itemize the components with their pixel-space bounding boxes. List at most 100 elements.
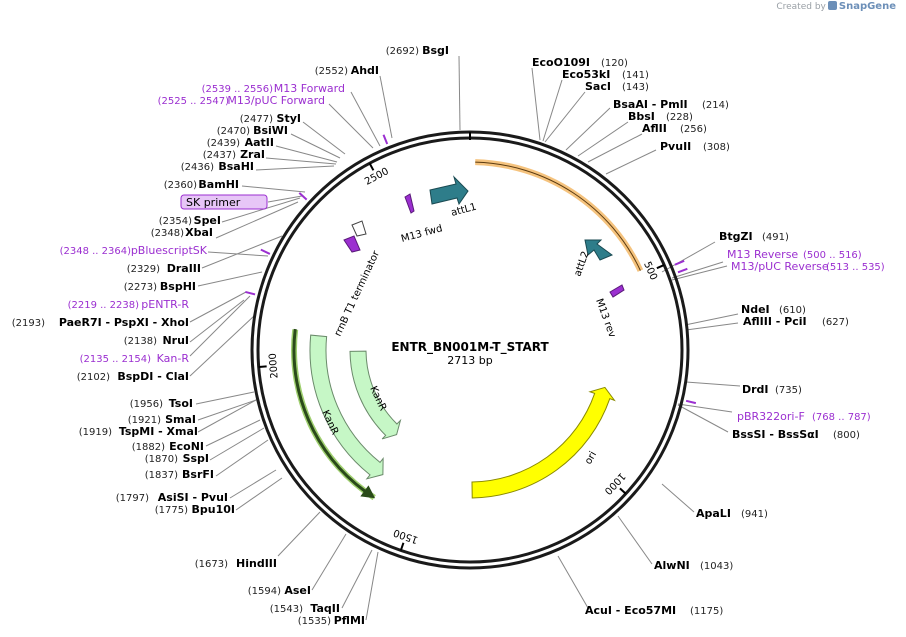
feature-kanr-inner[interactable] — [349, 350, 402, 440]
site-position: (1775) — [155, 505, 188, 516]
primer-label[interactable]: Kan-R — [157, 352, 190, 365]
feature-rrnb-terminator[interactable] — [351, 220, 367, 237]
site-position: (2477) — [240, 114, 273, 125]
site-label[interactable]: AflII — [642, 122, 667, 135]
primer-site-m13-reverse[interactable] — [674, 259, 685, 266]
site-label[interactable]: BspHI — [160, 280, 196, 293]
site-label[interactable]: AseI — [284, 584, 311, 597]
site-label[interactable]: AatII — [245, 136, 274, 149]
primer-label[interactable]: M13/pUC Forward — [227, 94, 325, 107]
feature-m13-rev[interactable] — [609, 284, 625, 298]
site-label[interactable]: NruI — [162, 334, 189, 347]
leader-line — [311, 533, 347, 591]
feature-kanr-outer[interactable] — [309, 334, 384, 480]
site-position: (120) — [601, 58, 628, 69]
site-position: (627) — [822, 317, 849, 328]
site-label[interactable]: DrdI — [742, 383, 769, 396]
site-label[interactable]: HindIII — [236, 557, 277, 570]
leader-line — [265, 157, 337, 165]
feature-ori[interactable] — [471, 386, 616, 499]
primer-label[interactable]: pBluescriptSK — [131, 244, 208, 257]
leader-line — [267, 195, 303, 203]
primer-site-m13-forward[interactable] — [382, 134, 389, 145]
leader-line — [557, 555, 589, 609]
primer-site-kan-r[interactable] — [245, 290, 256, 296]
feature-label-rrnb-terminator: rrnB T1 terminator — [333, 248, 383, 338]
site-position: (2354) — [159, 216, 192, 227]
primer-label[interactable]: M13/pUC Reverse — [731, 260, 829, 273]
kanr-selection-line[interactable] — [292, 328, 376, 499]
site-label[interactable]: ZraI — [240, 148, 265, 161]
site-label[interactable]: DraIII — [167, 262, 201, 275]
leader-line — [605, 149, 657, 175]
site-label[interactable]: BssSI - BssSαI — [732, 428, 819, 441]
site-label[interactable]: BtgZI — [719, 230, 753, 243]
primer-label[interactable]: pENTR-R — [141, 298, 189, 311]
feature-m13-fwd[interactable] — [404, 193, 415, 214]
feature-attl2[interactable] — [584, 239, 614, 261]
primer-label[interactable]: M13 Reverse — [727, 248, 798, 261]
feature-attl1[interactable] — [429, 175, 469, 206]
site-label[interactable]: AlwNI — [654, 559, 690, 572]
site-label[interactable]: Bpu10I — [192, 503, 236, 516]
leader-line — [458, 55, 461, 131]
site-label[interactable]: AflIII - PciI — [743, 315, 807, 328]
site-label[interactable]: ApaLI — [696, 507, 731, 520]
site-label[interactable]: XbaI — [185, 226, 213, 239]
site-label[interactable]: TsoI — [169, 397, 193, 410]
site-label[interactable]: EcoO109I — [532, 56, 590, 69]
site-label[interactable]: BsiWI — [253, 124, 288, 137]
site-label[interactable]: AcuI - Eco57MI — [585, 604, 676, 617]
sk-primer-highlight-box[interactable] — [180, 194, 268, 210]
site-label[interactable]: BsgI — [422, 44, 449, 57]
primer-site-m13-puc-reverse[interactable] — [677, 267, 688, 274]
site-label[interactable]: Eco53kI — [562, 68, 610, 81]
leader-line — [277, 511, 321, 557]
leader-line — [671, 261, 724, 279]
leader-line — [197, 399, 257, 433]
site-label[interactable]: SpeI — [194, 214, 221, 227]
site-position: (1956) — [130, 399, 163, 410]
site-label[interactable]: BsaAI - PmlI — [613, 98, 688, 111]
site-position: (2439) — [207, 138, 240, 149]
tick-mark — [368, 162, 375, 171]
site-label[interactable]: TspMI - XmaI — [119, 425, 198, 438]
site-label[interactable]: SacI — [585, 80, 611, 93]
feature-terminator-marker[interactable] — [343, 235, 361, 253]
site-label[interactable]: BspDI - ClaI — [117, 370, 189, 383]
site-label[interactable]: PaeR7I - PspXI - XhoI — [59, 316, 189, 329]
site-label[interactable]: BsaHI — [218, 160, 254, 173]
site-label[interactable]: StyI — [277, 112, 301, 125]
site-label[interactable]: PvuII — [660, 140, 691, 153]
site-label[interactable]: NdeI — [741, 303, 770, 316]
site-label[interactable]: SmaI — [165, 413, 196, 426]
site-label[interactable]: BamHI — [198, 178, 239, 191]
leader-line — [671, 265, 728, 281]
site-label[interactable]: SspI — [183, 452, 209, 465]
feature-label-m13-rev: M13 rev — [593, 297, 617, 339]
primer-site-pbluescript[interactable] — [298, 192, 308, 201]
feature-label-attL1: attL1 — [450, 202, 478, 219]
site-label[interactable]: PflMI — [334, 614, 365, 627]
leader-line — [302, 121, 346, 155]
site-label[interactable]: AhdI — [351, 64, 379, 77]
site-position: (1870) — [145, 454, 178, 465]
primer-label[interactable]: pBR322ori-F — [737, 410, 805, 423]
site-position: (1175) — [690, 606, 723, 617]
site-position: (610) — [779, 305, 806, 316]
leader-line — [255, 165, 335, 171]
primer-site-pbr322ori[interactable] — [685, 399, 697, 405]
site-label[interactable]: BsrFI — [182, 468, 214, 481]
site-label[interactable]: BbsI — [628, 110, 655, 123]
site-label[interactable]: TaqII — [310, 602, 340, 615]
attl-selection-arc[interactable] — [475, 159, 644, 272]
primer-label[interactable]: M13 Forward — [274, 82, 345, 95]
primer-site-pentr-r[interactable] — [260, 248, 271, 255]
leader-line — [290, 133, 341, 159]
site-position: (214) — [702, 100, 729, 111]
primer-label-sk[interactable]: SK primer — [186, 196, 241, 209]
tick-mark — [619, 487, 627, 495]
site-label[interactable]: EcoNI — [169, 440, 204, 453]
site-label[interactable]: AsiSI - PvuI — [158, 491, 228, 504]
